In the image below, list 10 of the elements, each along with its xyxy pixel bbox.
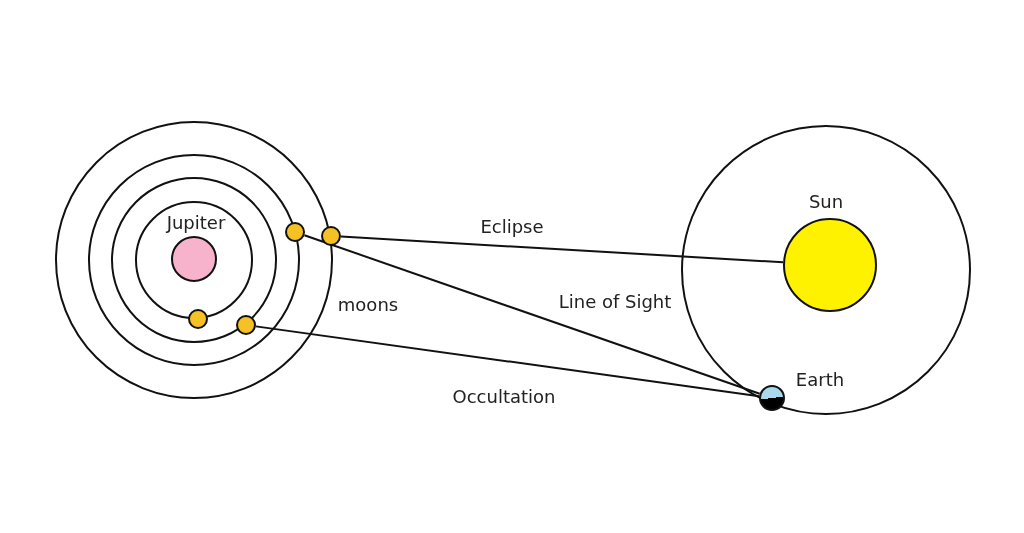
moon-circle: [188, 309, 208, 329]
planet-label: Sun: [808, 191, 844, 213]
connector-line: [340, 235, 785, 264]
moon-circle: [321, 226, 341, 246]
connector-line: [254, 325, 761, 398]
planet-label: Earth: [795, 369, 845, 391]
connector-line: [303, 234, 761, 395]
moon-circle: [236, 315, 256, 335]
planet-label: Jupiter: [166, 212, 226, 234]
moon-circle: [285, 222, 305, 242]
